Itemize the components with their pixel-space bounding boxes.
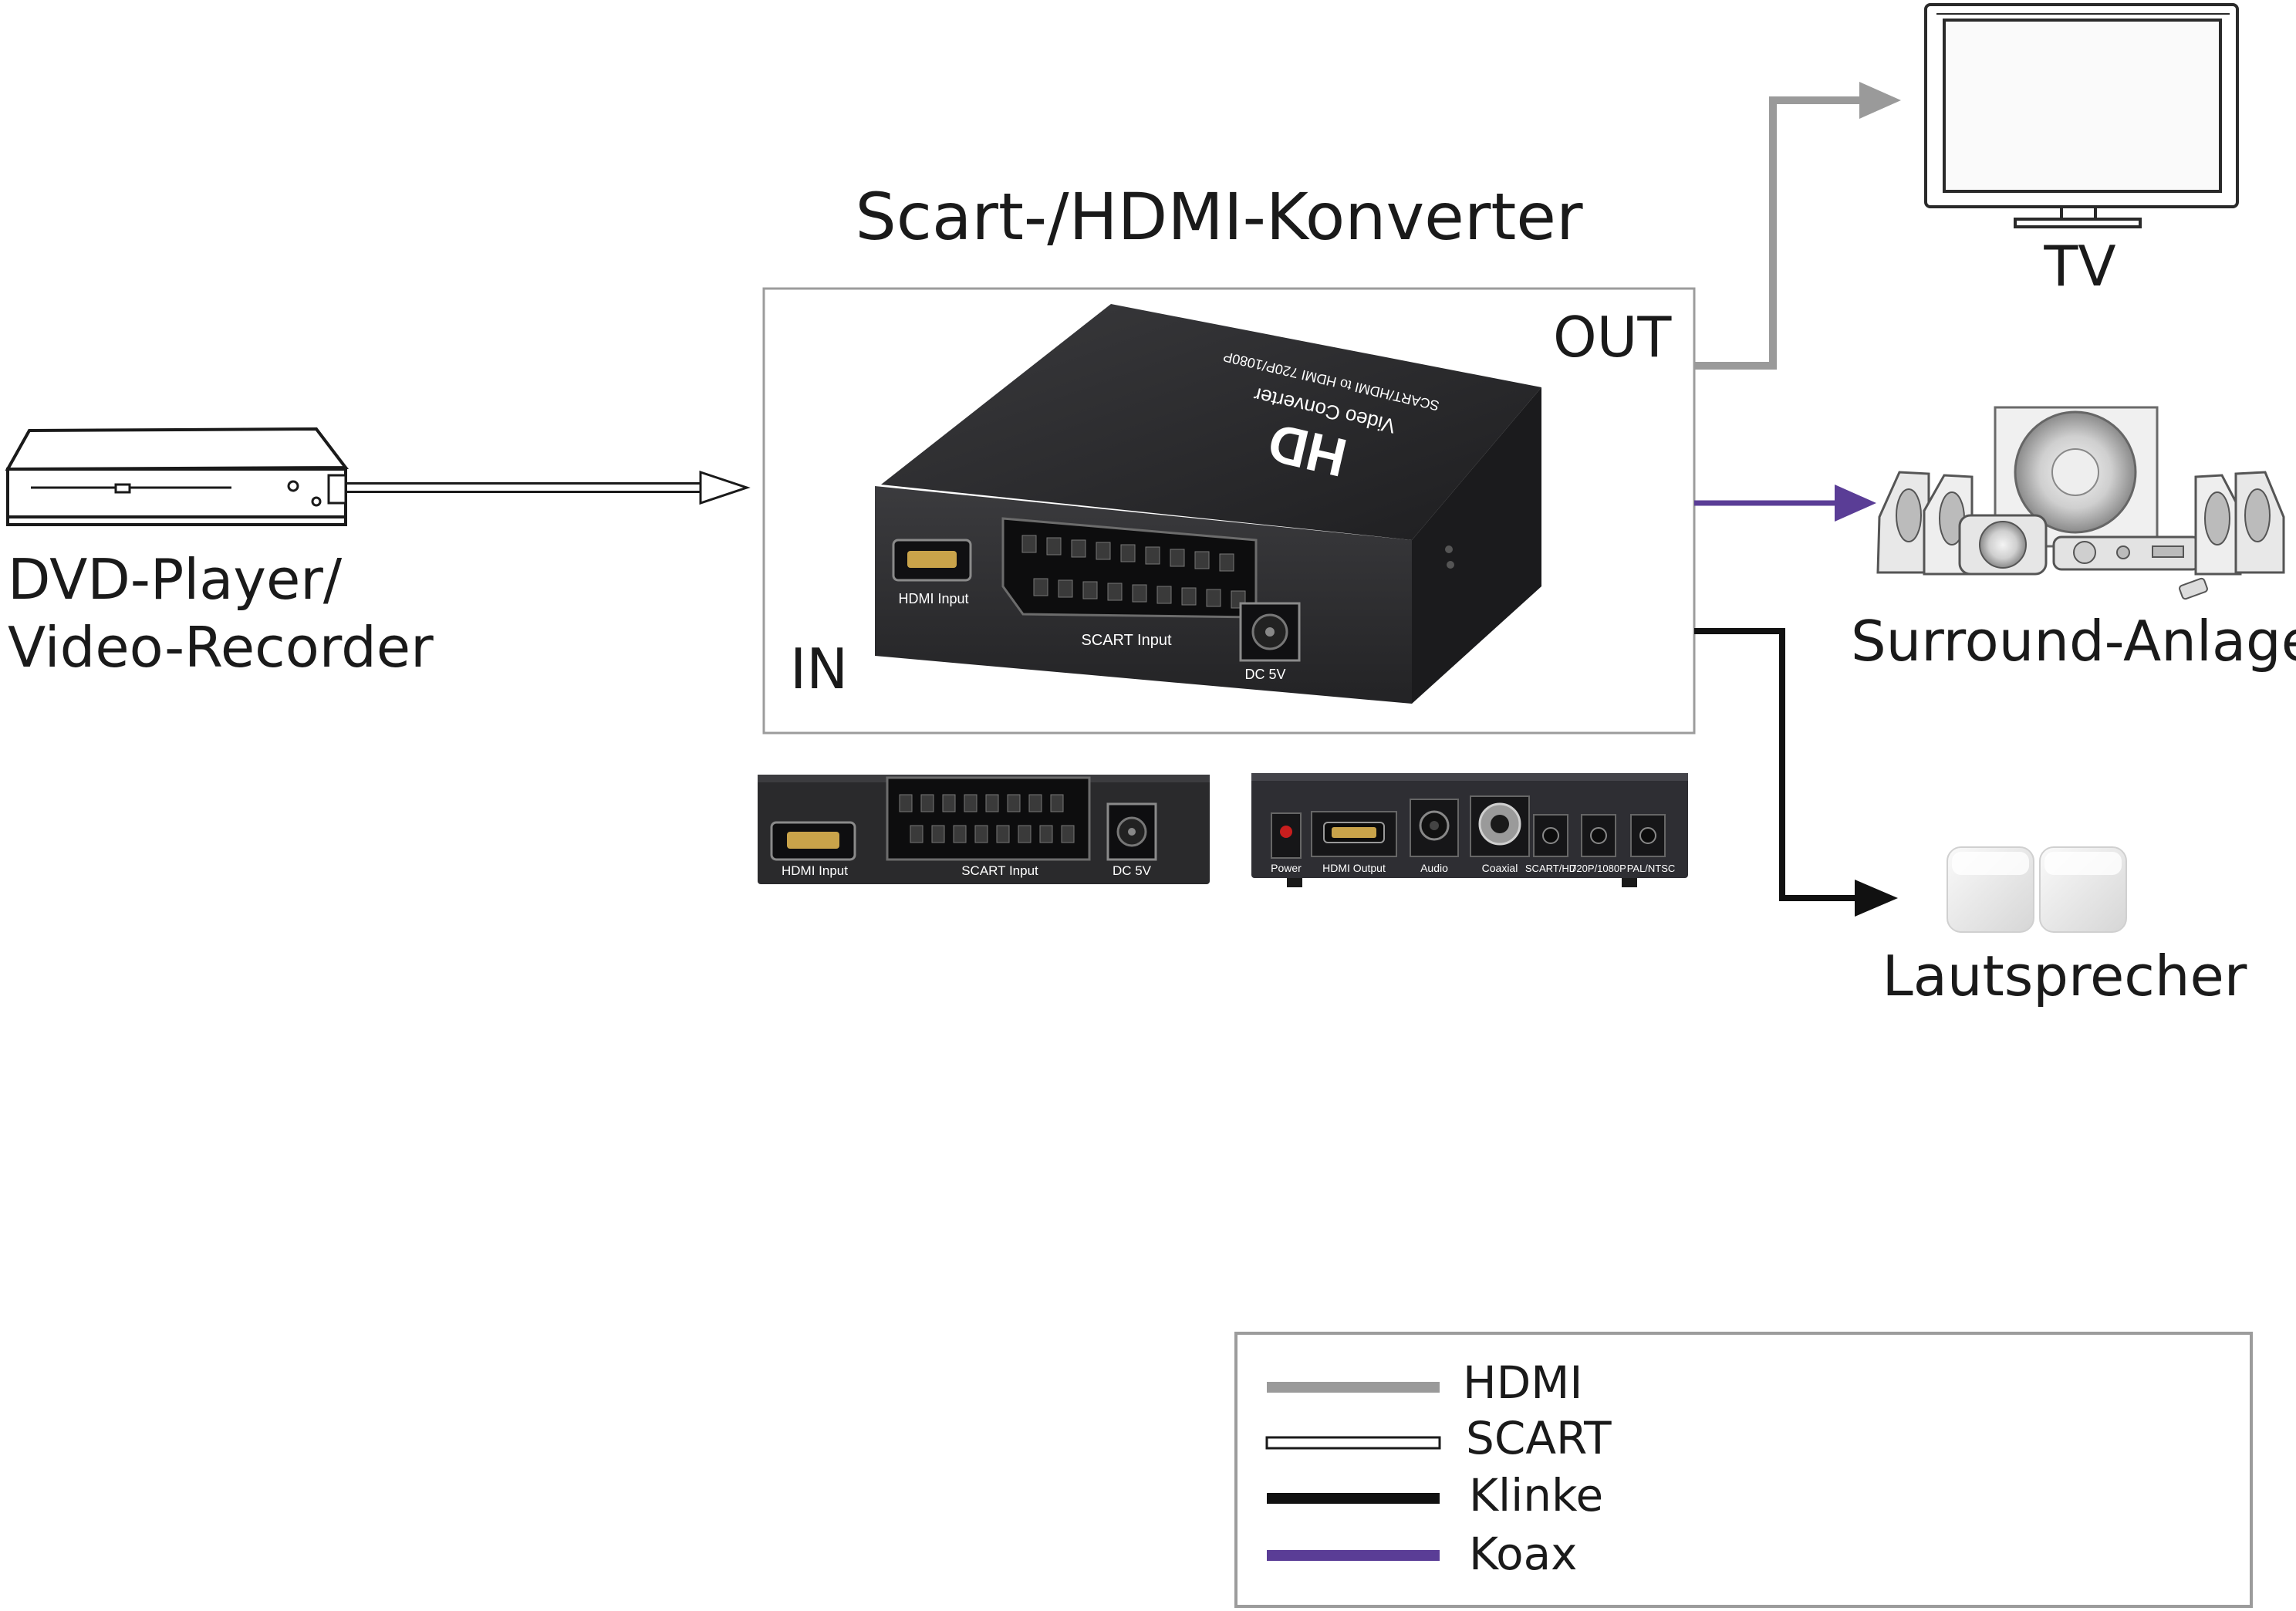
tv-icon <box>1924 3 2239 228</box>
device-hdmi-label: HDMI Input <box>898 591 968 606</box>
legend-box <box>1234 1332 2253 1608</box>
diagram-title: Scart-/HDMI-Konverter <box>855 179 1583 255</box>
dvd-player-icon <box>5 427 349 526</box>
legend: HDMI SCART Klinke Koax <box>1234 1332 2253 1608</box>
device-scart-label: SCART Input <box>1081 632 1172 649</box>
speakers-icon <box>1947 846 2127 933</box>
klinke-connection <box>1694 628 1898 917</box>
legend-label-klinke: Klinke <box>1469 1469 1603 1522</box>
device-dc-label: DC 5V <box>1244 667 1285 682</box>
scart-connection <box>347 470 751 505</box>
back-scarthd-label: SCART/HD <box>1525 863 1576 874</box>
back-panel: Power HDMI Output Audio Coaxial SCART/HD… <box>1251 773 1688 887</box>
koax-connection <box>1694 485 1876 522</box>
back-palntsc-label: PAL/NTSC <box>1627 863 1676 874</box>
surround-system-icon <box>1876 406 2285 600</box>
speakers-label: Lautsprecher <box>1882 944 2247 1008</box>
back-hdmi-label: HDMI Output <box>1322 862 1386 874</box>
back-audio-label: Audio <box>1420 862 1448 874</box>
source-label-line1: DVD-Player/ <box>8 547 343 612</box>
source-label-line2: Video-Recorder <box>8 615 434 680</box>
converter-device: HD Video Converter SCART/HDMI to HDMI 72… <box>875 304 1541 704</box>
front-hdmi-label: HDMI Input <box>782 863 848 878</box>
surround-label: Surround-Anlage <box>1851 609 2296 674</box>
legend-label-hdmi: HDMI <box>1463 1356 1582 1409</box>
out-label: OUT <box>1553 305 1672 370</box>
legend-swatch-scart <box>1265 1436 1441 1450</box>
front-panel: HDMI Input SCART Input DC 5V <box>758 775 1210 884</box>
legend-label-scart: SCART <box>1466 1412 1612 1464</box>
front-scart-port <box>886 776 1091 861</box>
scart-input-port <box>1001 517 1258 619</box>
legend-label-koax: Koax <box>1469 1528 1578 1580</box>
back-coaxial-label: Coaxial <box>1482 862 1518 874</box>
front-scart-label: SCART Input <box>961 863 1038 878</box>
in-label: IN <box>790 637 848 701</box>
hdmi-connection <box>1694 82 1901 370</box>
back-power-label: Power <box>1271 862 1302 874</box>
tv-label: TV <box>2043 234 2115 299</box>
front-dc-label: DC 5V <box>1113 863 1152 878</box>
back-resolution-label: 720P/1080P <box>1571 863 1626 874</box>
